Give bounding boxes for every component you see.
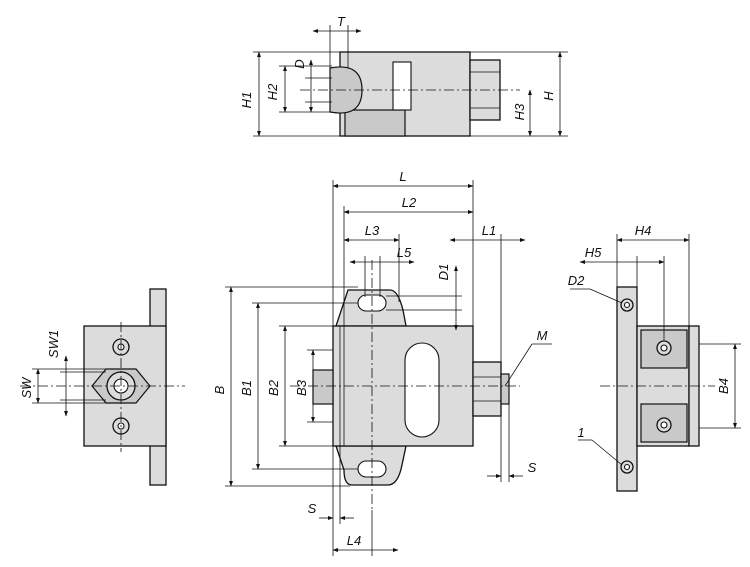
label-sw: SW <box>19 376 34 399</box>
label-d2: D2 <box>568 273 585 288</box>
label-l1: L1 <box>482 223 496 238</box>
front-plunger-stub <box>312 369 334 405</box>
label-s-right: S <box>528 460 537 475</box>
label-d: D <box>292 59 307 68</box>
label-sw1: SW1 <box>46 330 61 358</box>
label-l2: L2 <box>402 195 417 210</box>
top-slot <box>392 61 412 111</box>
label-h5: H5 <box>585 245 602 260</box>
top-view <box>253 25 568 137</box>
label-h1: H1 <box>239 92 254 109</box>
label-item-1: 1 <box>577 425 584 440</box>
label-d1: D1 <box>436 264 451 281</box>
right-view <box>570 234 741 492</box>
label-b1: B1 <box>239 380 254 396</box>
label-l3: L3 <box>365 223 380 238</box>
left-view <box>20 288 185 486</box>
label-t: T <box>337 14 346 29</box>
front-thread <box>500 373 510 405</box>
front-view <box>225 180 552 556</box>
label-l5: L5 <box>397 245 412 260</box>
label-h3: H3 <box>512 103 527 120</box>
label-l: L <box>399 169 406 184</box>
label-s-bottom: S <box>308 501 317 516</box>
label-b3: B3 <box>294 379 309 396</box>
label-h4: H4 <box>635 223 652 238</box>
top-base <box>344 109 406 137</box>
label-h2: H2 <box>265 83 280 100</box>
label-b4: B4 <box>716 378 731 394</box>
front-nut <box>472 361 502 417</box>
front-slot <box>404 342 440 438</box>
label-b: B <box>212 385 227 394</box>
label-h: H <box>541 91 556 101</box>
label-l4: L4 <box>347 533 361 548</box>
label-m: M <box>537 328 548 343</box>
label-b2: B2 <box>266 379 281 396</box>
